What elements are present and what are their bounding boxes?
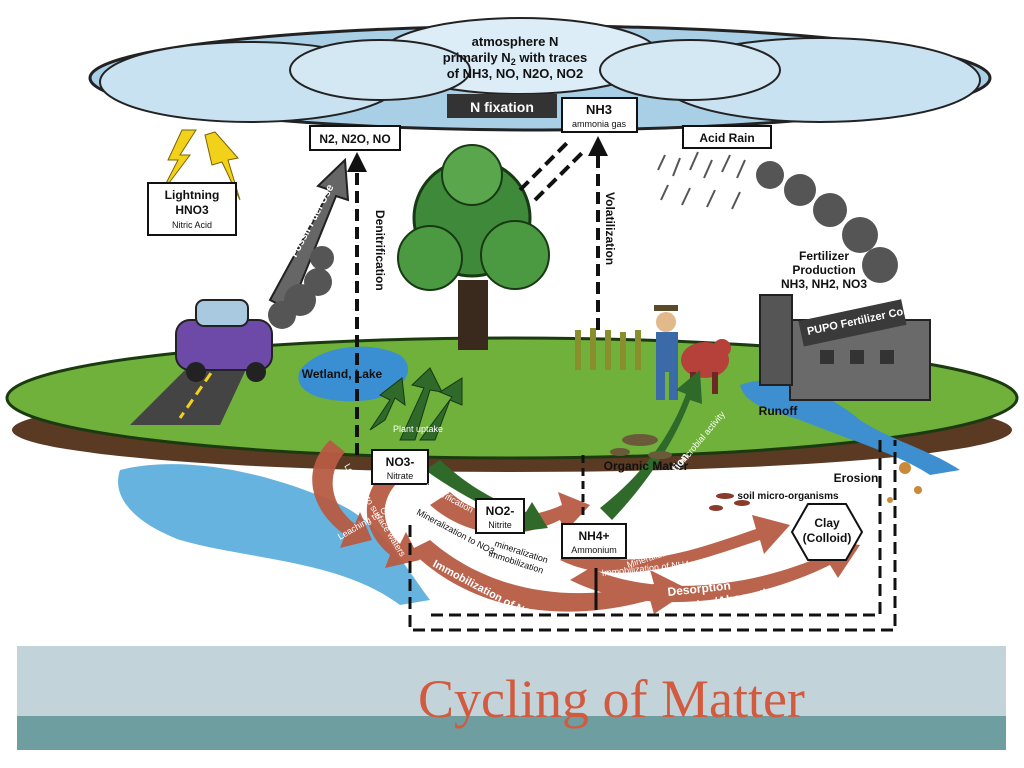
ammonia-formula: NH3 [586,102,612,117]
organic-matter-label: Organic Matter [604,459,689,473]
runoff-stream [740,380,960,475]
volatilization-label: Volatilization [603,192,617,265]
fertilizer-line1: Fertilizer [799,249,849,263]
lightning-bolt-icon [204,131,241,201]
wetland-label: Wetland, Lake [302,367,383,381]
organic-matter-icon [610,434,672,459]
acid-rain-label: Acid Rain [699,131,754,145]
nitrogen-cycle-diagram: atmosphere N primarily N2 with traces of… [5,17,1019,632]
atmosphere-line2: primarily N2 with traces [443,50,587,67]
factory-smoke [756,161,898,283]
erosion-rocks [887,462,922,503]
acid-rain-box [682,125,772,149]
lightning-name: Nitric Acid [172,220,212,230]
runoff-label: Runoff [759,404,799,418]
plant-uptake-arrows [369,367,463,441]
ammonium-name: Ammonium [571,545,617,555]
atmosphere-line3: of NH3, NO, N2O, NO2 [447,66,584,81]
ammonia-gas-box [561,97,638,133]
nitrate-name: Nitrate [387,471,414,481]
atmosphere-line1: atmosphere N [472,34,559,49]
atmosphere-cloud [88,17,992,132]
volatilization-arrowhead [588,136,608,156]
rain-streaks [657,151,746,210]
ground-water [118,464,431,605]
title-band [17,646,1006,750]
soil-micro-label: soil micro-organisms [737,491,839,502]
soil-cycle-arrows [312,440,860,614]
soil-microorganisms-icon [709,493,750,511]
lightning-box [147,182,237,236]
lightning-title: Lightning [165,188,220,202]
exhaust-smoke [268,246,334,329]
nitrite-name: Nitrite [488,520,512,530]
denitrification-label: Denitrification [373,210,387,291]
ammonium-box [561,523,627,559]
nitrite-box [475,498,525,534]
plant-uptake-label: Plant uptake [393,424,443,434]
denitrification-arrowhead [347,152,367,172]
wetland-lake [298,346,409,402]
clay-line1: Clay [814,516,840,530]
car-icon [175,299,273,382]
farmer-icon [654,305,678,400]
nitrite-formula: NO2- [486,504,515,518]
ammonium-formula: NH4+ [578,529,609,543]
nitrate-formula: NO3- [386,455,415,469]
n-fixation-banner [447,94,557,118]
desorption-label: Desorption [667,578,731,599]
nh3-to-tree-arrow [518,138,572,192]
title-band-stripe [17,716,1006,750]
clay-colloid-hexagon [790,503,864,561]
tree-to-nh3-arrow [533,148,587,202]
fertilizer-line3: NH3, NH2, NO3 [781,277,867,291]
lightning-formula: HNO3 [175,203,209,217]
slide-title: Cycling of Matter [418,669,805,729]
ammonia-name: ammonia gas [572,119,627,129]
n2-box [309,125,401,151]
lightning-bolt-icon [159,129,197,196]
factory-icon [759,294,931,401]
n2-label: N2, N2O, NO [319,132,390,146]
erosion-dashed-loop [430,440,882,617]
clay-line2: (Colloid) [803,531,852,545]
fertilizer-line2: Production [792,263,855,277]
ground-water-dashed-loop [408,440,897,632]
n-fixation-label: N fixation [470,99,534,115]
nitrate-box [371,449,429,485]
crops-icon [575,328,641,370]
tree-icon [397,144,550,350]
cow-icon [681,339,731,394]
erosion-label: Erosion [834,471,879,485]
